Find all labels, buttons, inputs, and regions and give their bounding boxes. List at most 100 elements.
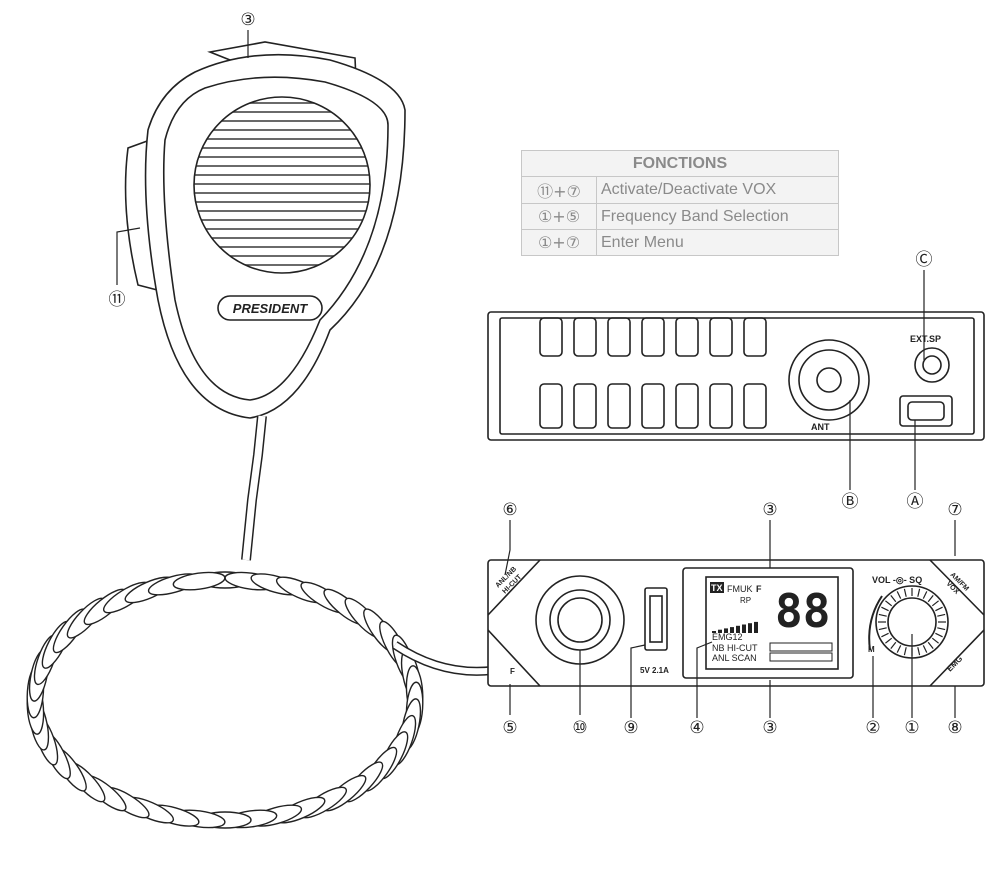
table-row: ⑪+⑦ Activate/Deactivate VOX	[521, 176, 839, 204]
leader-lines	[116, 30, 956, 718]
lcd-emg12: EMG12	[712, 632, 743, 642]
knob-ridge	[917, 588, 921, 597]
heatsink-fin	[675, 383, 699, 429]
knob-ridge	[935, 606, 943, 612]
heatsink-fin	[709, 383, 733, 429]
callout-rear-antenna: Ⓑ	[842, 492, 859, 512]
knob-ridge	[890, 641, 897, 649]
callout-front-10: ⑩	[572, 718, 587, 738]
signal-bar	[742, 624, 746, 633]
knob-ridge	[935, 632, 943, 638]
power-connector	[899, 395, 953, 427]
heatsink-fin	[641, 383, 665, 429]
table-row: ①+⑦ Enter Menu	[521, 229, 839, 256]
lcd-region: FMUK	[727, 584, 753, 594]
function-keys: ①+⑤	[521, 203, 597, 230]
signal-meter	[712, 621, 758, 633]
callout-mic-side: ⑪	[109, 290, 126, 310]
callout-front-3-bottom: ③	[762, 718, 777, 738]
callout-front-4: ④	[689, 718, 704, 738]
lcd-channel: 88	[775, 584, 830, 638]
knob-ridge	[881, 606, 889, 612]
knob-ridge	[922, 645, 928, 653]
usb-port	[644, 587, 668, 651]
signal-bar	[724, 628, 728, 633]
knob-ridge	[896, 591, 902, 599]
knob-ridge	[927, 641, 934, 649]
coiled-cord	[26, 571, 424, 829]
signal-bar	[730, 627, 734, 633]
coil-loop	[172, 571, 226, 591]
vol-sq-label: VOL -◎- SQ	[872, 575, 922, 585]
heatsink-fin	[709, 317, 733, 357]
callout-front-3-top: ③	[762, 500, 777, 520]
knob-ridge	[878, 613, 887, 617]
mic-brand-label: PRESIDENT	[233, 301, 308, 316]
knob-ridge	[881, 632, 889, 638]
signal-bar	[754, 621, 758, 633]
knob-ridge	[931, 600, 939, 607]
knob-ridge	[937, 627, 946, 631]
heatsink-fin	[539, 317, 563, 357]
knob-ridge	[927, 595, 934, 603]
knob-ridge	[896, 645, 902, 653]
function-keys: ⑪+⑦	[521, 176, 597, 204]
signal-bar	[718, 629, 722, 633]
callout-mic-top: ③	[240, 10, 255, 30]
table-row: ①+⑤ Frequency Band Selection	[521, 203, 839, 230]
function-action: Activate/Deactivate VOX	[596, 176, 839, 204]
lcd-screen	[705, 576, 839, 670]
knob-ridge	[937, 613, 946, 617]
callout-front-1: ①	[904, 718, 919, 738]
lcd-rp: RP	[740, 596, 751, 605]
function-action: Frequency Band Selection	[596, 203, 839, 230]
callout-rear-speaker: Ⓒ	[916, 250, 933, 270]
knob-ridge	[878, 627, 887, 631]
m-label: M	[868, 645, 875, 654]
heatsink-fin	[743, 383, 767, 429]
knob-ridge	[890, 595, 897, 603]
function-action: Enter Menu	[596, 229, 839, 256]
knob-ridge	[922, 591, 928, 599]
callout-front-5: ⑤	[502, 718, 517, 738]
callout-front-8: ⑧	[947, 718, 962, 738]
heatsink-fin	[675, 317, 699, 357]
callout-front-6: ⑥	[502, 500, 517, 520]
rear-panel	[487, 311, 985, 441]
antenna-connector	[788, 339, 870, 421]
signal-bar	[748, 623, 752, 633]
heatsink-fin	[607, 383, 631, 429]
callout-front-2: ②	[865, 718, 880, 738]
f-label: F	[510, 667, 515, 676]
knob-ridge	[885, 637, 893, 644]
signal-bar	[712, 631, 716, 633]
signal-bar	[736, 625, 740, 633]
function-keys: ①+⑦	[521, 229, 597, 256]
mic-grille	[193, 96, 371, 274]
heatsink-fin	[573, 317, 597, 357]
ext-speaker-jack	[914, 347, 950, 383]
lcd-region-suffix: F	[756, 584, 762, 594]
knob-ridge	[903, 647, 907, 656]
lcd-anl-scan: ANL SCAN	[712, 653, 757, 663]
callout-front-7: ⑦	[947, 500, 962, 520]
knob-ridge	[931, 637, 939, 644]
microphone	[124, 41, 406, 561]
callout-rear-power: Ⓐ	[907, 492, 924, 512]
lcd-frame	[682, 567, 854, 679]
heatsink-fin	[607, 317, 631, 357]
knob-ridge	[917, 647, 921, 656]
knob-ridge	[903, 588, 907, 597]
heatsink-fin	[573, 383, 597, 429]
functions-table: FONCTIONS ⑪+⑦ Activate/Deactivate VOX ①+…	[521, 150, 839, 256]
callout-front-9: ⑨	[623, 718, 638, 738]
usb-label: 5V 2.1A	[640, 666, 669, 675]
heatsink-fin	[539, 383, 563, 429]
heatsink-fin	[743, 317, 767, 357]
functions-table-header: FONCTIONS	[521, 150, 839, 177]
ext-sp-label: EXT.SP	[910, 334, 941, 344]
heatsink-fin	[641, 317, 665, 357]
lcd-tx: TX	[711, 583, 723, 593]
knob-ridge	[885, 600, 893, 607]
